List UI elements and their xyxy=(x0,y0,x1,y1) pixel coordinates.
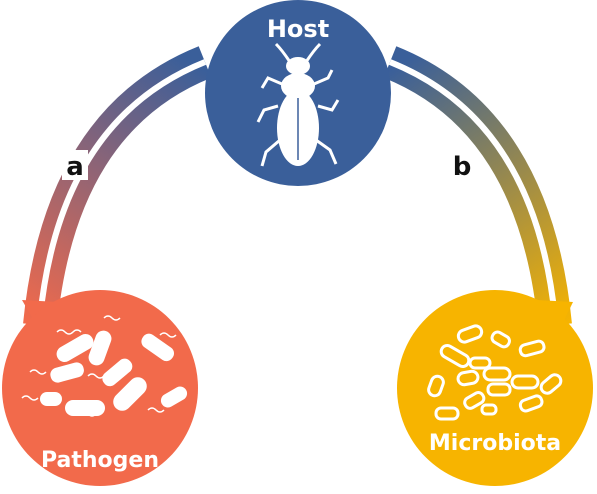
rod-bacteria-icon xyxy=(427,324,563,421)
flagellated-bacteria-icon xyxy=(21,315,188,417)
edge-b-label: b xyxy=(453,152,472,182)
beetle-icon xyxy=(256,42,340,167)
edge-b-label-group: b xyxy=(448,150,476,182)
host-node: Host xyxy=(205,0,391,186)
microbiota-label: Microbiota xyxy=(429,431,561,456)
host-label: Host xyxy=(267,15,329,43)
pathogen-label: Pathogen xyxy=(41,448,159,473)
edge-a-label: a xyxy=(66,152,84,182)
edge-a-label-group: a xyxy=(62,150,88,182)
microbiota-node: Microbiota xyxy=(397,290,593,486)
pathogen-node: Pathogen xyxy=(2,290,198,486)
